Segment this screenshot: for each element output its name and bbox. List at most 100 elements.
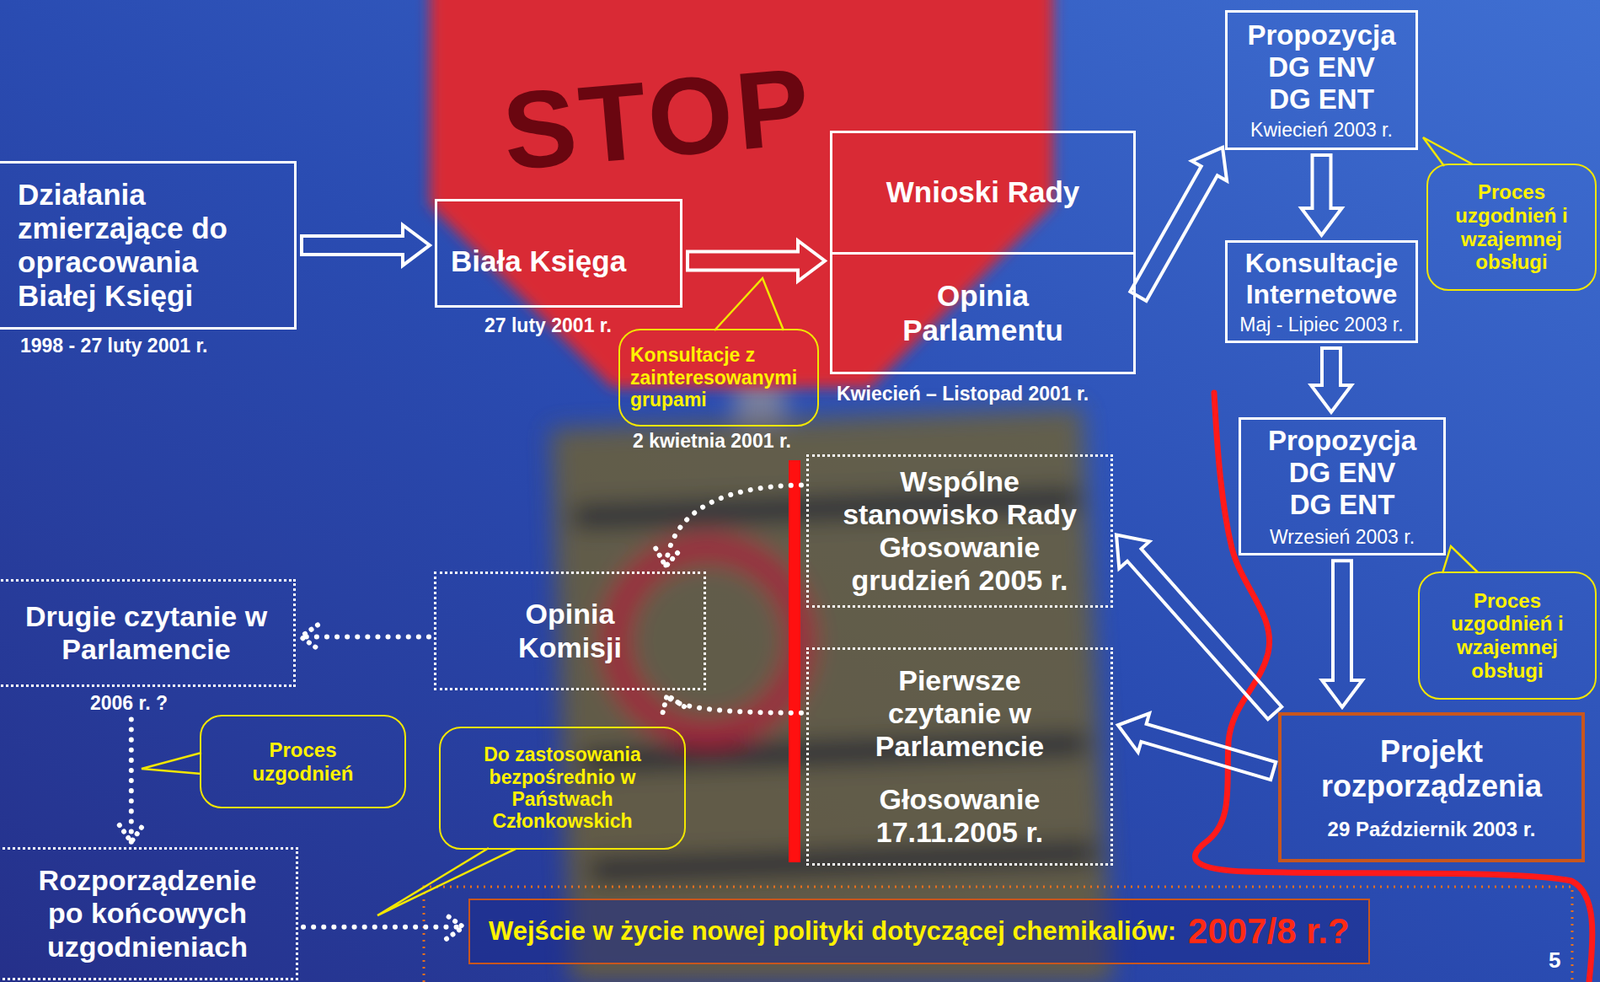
box-text: Rozporządzenie po końcowych uzgodnieniac…: [29, 863, 266, 963]
callout-bubble: Proces uzgodnień: [199, 714, 407, 809]
arrow-outline: [1116, 535, 1282, 720]
box-frame: Konsultacje z zainteresowanymi grupami: [618, 328, 819, 427]
regulation-draft-box: Projekt rozporządzenia29 Październik 200…: [1278, 711, 1585, 862]
arrow-outline: [1118, 712, 1277, 780]
dotted-line: [300, 634, 429, 640]
dotted-arrowhead: [662, 695, 685, 716]
proposal-box: Propozycja DG ENV DG ENTKwiecień 2003 r.: [1225, 10, 1419, 150]
final-regulation-box: Rozporządzenie po końcowych uzgodnieniac…: [0, 846, 299, 980]
box-text: Propozycja DG ENV DG ENT: [1245, 19, 1398, 116]
dotted-line: [303, 924, 464, 930]
date-label: 1998 - 27 luty 2001 r.: [20, 334, 297, 357]
second-reading-box: Drugie czytanie w Parlamencie 2006 r. ?: [0, 578, 296, 714]
red-curve: [1194, 392, 1592, 982]
hollow-arrow: [687, 240, 825, 282]
box-frame: Rozporządzenie po końcowych uzgodnieniac…: [0, 846, 299, 980]
council-box: Wnioski Rady: [832, 133, 1134, 252]
arrow-outline: [687, 240, 825, 282]
box-text: Proces uzgodnień i wzajemnej obsługi: [1448, 180, 1575, 273]
hollow-arrow: [1129, 147, 1227, 301]
box-frame: Proces uzgodnień: [199, 714, 407, 809]
blurred-sign: [551, 370, 1113, 982]
box-frame: Wnioski Rady: [832, 133, 1134, 252]
arrow-outline: [1301, 155, 1343, 236]
callout-bubble: Proces uzgodnień i wzajemnej obsługi: [1418, 571, 1597, 700]
dotted-arrow: [119, 718, 144, 842]
stage-box: Działania zmierzające do opracowania Bia…: [0, 160, 297, 357]
callout-tail: [714, 278, 784, 331]
dotted-arrowhead: [119, 824, 144, 842]
sign-lettering: STOP: [498, 50, 818, 188]
callout-tail: [1442, 545, 1478, 573]
callout-bubble: Konsultacje z zainteresowanymi grupami 2 …: [618, 328, 819, 452]
page-number: 5: [1548, 948, 1561, 971]
arrow-outline: [301, 224, 430, 266]
dotted-line: [665, 485, 802, 568]
box-frame: Proces uzgodnień i wzajemnej obsługi: [1418, 571, 1597, 700]
box-frame: Propozycja DG ENV DG ENTWrzesień 2003 r.: [1238, 417, 1446, 556]
first-reading-box: Pierwsze czytanie w ParlamencieGłosowani…: [806, 647, 1114, 866]
box-frame: Projekt rozporządzenia29 Październik 200…: [1278, 711, 1585, 862]
date-label: 2006 r. ?: [90, 691, 296, 714]
dotted-arrowhead: [446, 915, 464, 939]
arrow-outline: [1129, 147, 1227, 301]
box-frame: Pierwsze czytanie w ParlamencieGłosowani…: [806, 647, 1114, 866]
orange-dotted-frame: [423, 886, 1573, 982]
box-frame: Konsultacje InternetoweMaj - Lipiec 2003…: [1225, 240, 1419, 343]
sign-ring: [615, 547, 801, 734]
arrow-outline: [1311, 347, 1352, 413]
box-text: 2007/8 r.?: [1187, 910, 1349, 952]
box-text: Opinia Komisji: [486, 597, 655, 664]
common-position-box: Wspólne stanowisko Rady Głosowanie grudz…: [806, 454, 1114, 608]
box-text: Projekt rozporządzenia: [1288, 733, 1575, 804]
date-label: 2 kwietnia 2001 r.: [632, 429, 819, 452]
dotted-arrowhead: [655, 548, 680, 567]
box-text: Konsultacje z zainteresowanymi grupami: [630, 343, 809, 411]
consultation-box: Konsultacje InternetoweMaj - Lipiec 2003…: [1225, 240, 1419, 343]
callout-tail: [141, 752, 202, 774]
date-label: Kwiecień – Listopad 2001 r.: [836, 382, 1136, 405]
box-text: Wejście w życie nowej polityki dotyczące…: [488, 915, 1177, 947]
hollow-arrow: [1118, 712, 1277, 780]
box-frame: Drugie czytanie w Parlamencie: [0, 578, 296, 687]
council-parliament-box: Wnioski RadyOpinia ParlamentuKwiecień – …: [829, 130, 1136, 405]
arrow-outline: [1321, 560, 1363, 707]
hollow-arrow: [1116, 535, 1282, 720]
hollow-arrow: [1311, 347, 1352, 413]
box-frame: Opinia Komisji: [433, 571, 707, 691]
dotted-arrow: [300, 625, 429, 649]
date-label: 27 luty 2001 r.: [484, 314, 683, 337]
callout-bubble: Proces uzgodnień i wzajemnej obsługi: [1426, 163, 1597, 291]
sign-plate: [551, 407, 1113, 982]
hollow-arrow: [301, 224, 430, 266]
commission-opinion-box: Opinia Komisji: [433, 571, 707, 691]
box-text: Proces uzgodnień i wzajemnej obsługi: [1444, 588, 1571, 682]
box-text: Konsultacje Internetowe: [1230, 247, 1413, 311]
box-text: Wspólne stanowisko Rady Głosowanie grudz…: [833, 465, 1087, 597]
box-text: Drugie czytanie w Parlamencie: [5, 599, 287, 666]
box-text: Maj - Lipiec 2003 r.: [1239, 313, 1403, 336]
box-frame: Wejście w życie nowej polityki dotyczące…: [468, 898, 1370, 964]
box-text: Wnioski Rady: [886, 175, 1080, 209]
callout-bubble: Do zastosowania bezpośrednio w Państwach…: [438, 726, 686, 850]
dotted-arrow: [662, 695, 802, 716]
box-frame: Wnioski RadyOpinia Parlamentu: [829, 130, 1136, 375]
dotted-line: [667, 695, 802, 713]
box-frame: Biała Księga: [434, 198, 683, 308]
box-text: Pierwsze czytanie w Parlamencie: [858, 663, 1061, 763]
box-frame: Propozycja DG ENV DG ENTKwiecień 2003 r.: [1225, 10, 1419, 150]
parliament-box: Opinia Parlamentu: [832, 251, 1134, 372]
hollow-arrow: [1301, 155, 1343, 236]
box-frame: Proces uzgodnień i wzajemnej obsługi: [1426, 163, 1597, 291]
box-text: Wrzesień 2003 r.: [1269, 525, 1415, 548]
box-text: Kwiecień 2003 r.: [1250, 118, 1393, 141]
box-text: Opinia Parlamentu: [882, 278, 1085, 348]
stage-box: Biała Księga 27 luty 2001 r.: [434, 198, 683, 337]
box-frame: Działania zmierzające do opracowania Bia…: [0, 160, 297, 330]
box-text: Do zastosowania bezpośrednio w Państwach…: [465, 743, 660, 833]
callout-tail: [1423, 137, 1473, 166]
box-frame: Wspólne stanowisko Rady Głosowanie grudz…: [806, 454, 1114, 608]
box-text: Głosowanie 17.11.2005 r.: [858, 782, 1061, 849]
